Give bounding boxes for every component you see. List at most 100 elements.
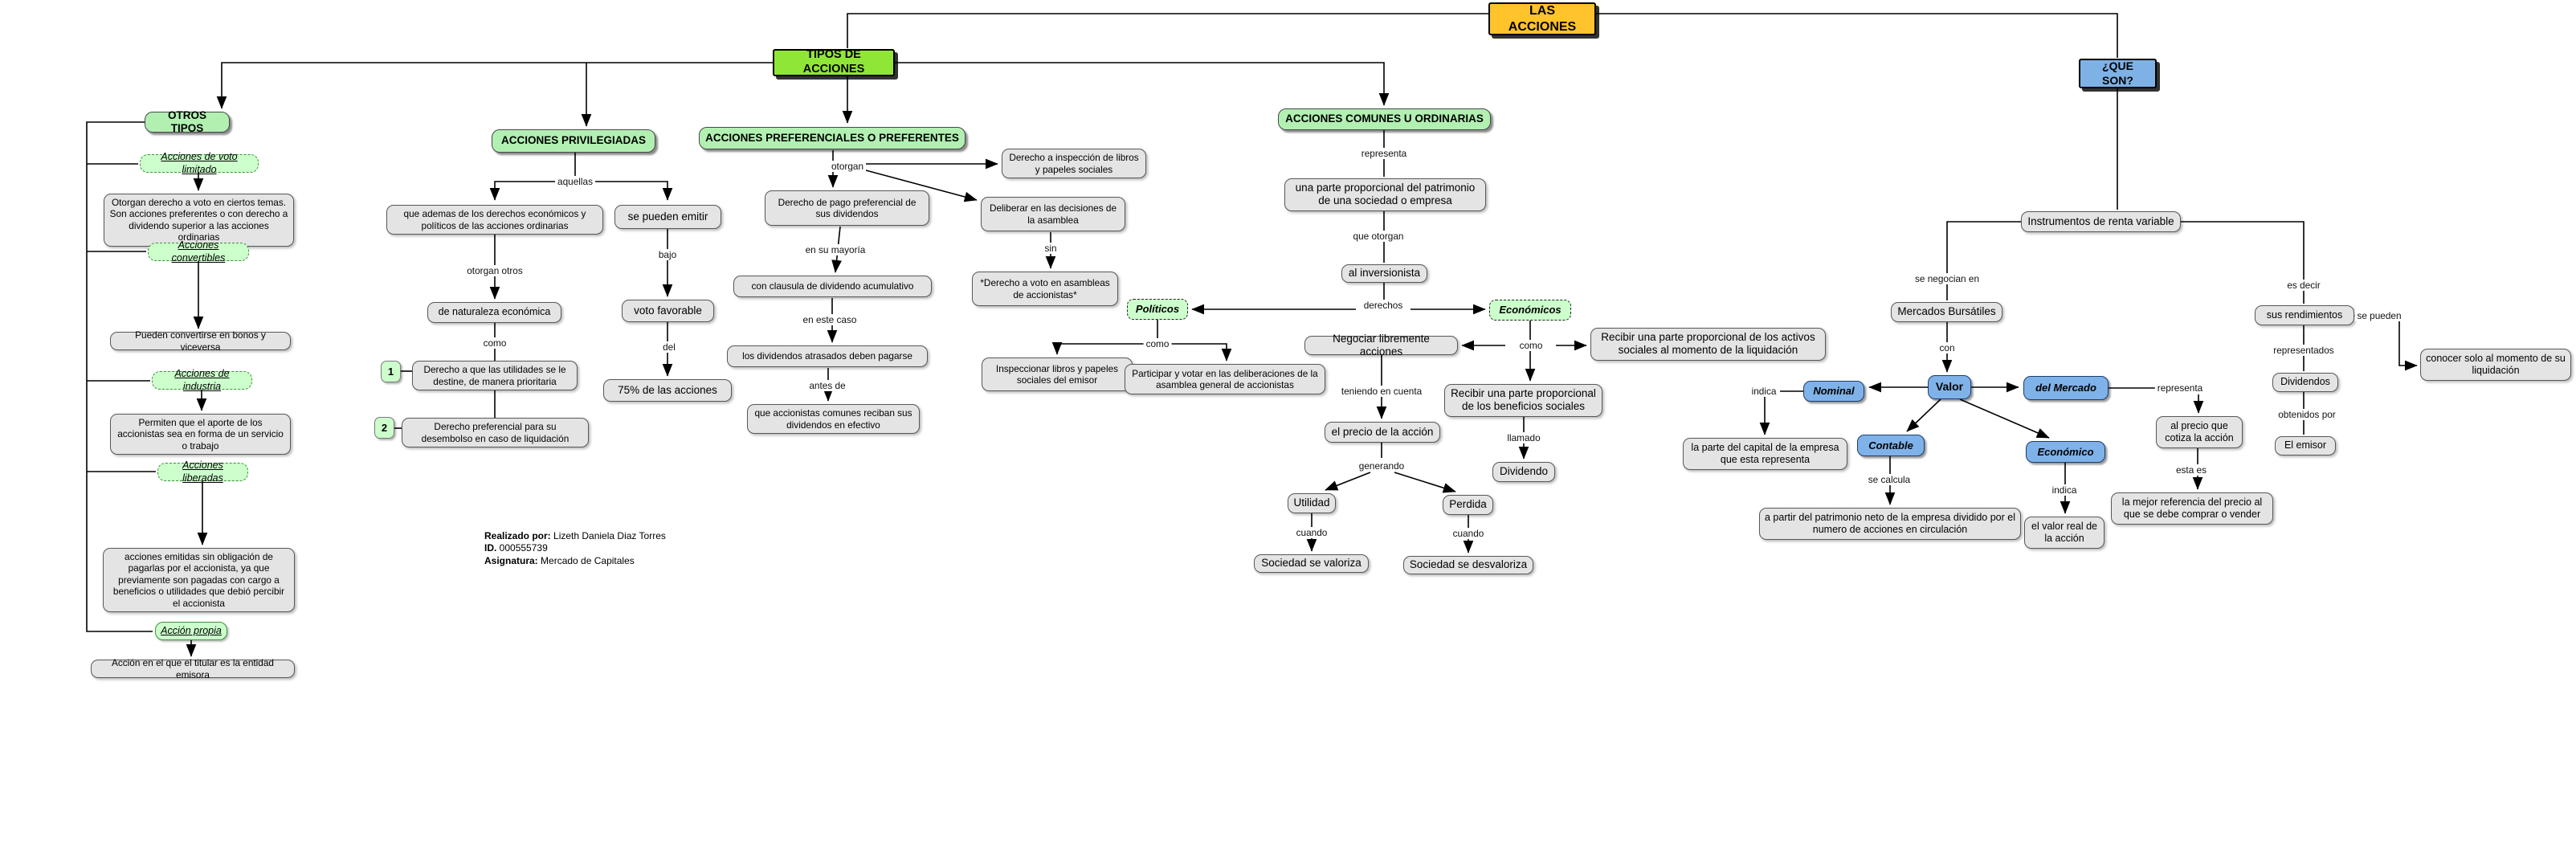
credits-author-label: Realizado por: <box>484 530 551 541</box>
node-que-son[interactable]: ¿QUE SON? <box>2079 59 2157 88</box>
node-utilidad[interactable]: Utilidad <box>1288 493 1336 513</box>
link-label-aquellas[interactable]: aquellas <box>555 176 595 187</box>
link-label-generando[interactable]: generando <box>1356 460 1407 472</box>
link-label-como-privilegiadas[interactable]: como <box>480 337 509 349</box>
node-precio-cotiza[interactable]: al precio que cotiza la acción <box>2156 416 2243 448</box>
node-deliberar-asamblea[interactable]: Deliberar en las decisiones de la asambl… <box>981 197 1125 231</box>
node-valor-real[interactable]: el valor real de la acción <box>2024 517 2104 549</box>
node-pueden-convertirse[interactable]: Pueden convertirse en bonos y viceversa <box>110 329 291 353</box>
link-label-se-pueden[interactable]: se pueden <box>2354 310 2404 321</box>
node-inspeccionar-libros[interactable]: Inspeccionar libros y papeles sociales d… <box>982 357 1133 391</box>
node-que-ademas-derechos[interactable]: que ademas de los derechos económicos y … <box>386 205 603 235</box>
link-label-sin[interactable]: sin <box>1042 243 1059 254</box>
link-label-esta-es[interactable]: esta es <box>2173 464 2210 476</box>
credits-block: Realizado por: Lizeth Daniela Diaz Torre… <box>484 530 666 567</box>
node-permiten-aporte[interactable]: Permiten que el aporte de los accionista… <box>110 414 291 456</box>
node-voto-favorable[interactable]: voto favorable <box>622 300 714 322</box>
node-precio-accion[interactable]: el precio de la acción <box>1325 422 1440 443</box>
node-naturaleza-economica[interactable]: de naturaleza económica <box>427 302 561 323</box>
node-valor[interactable]: Valor <box>1928 375 1971 399</box>
link-label-antes-de[interactable]: antes de <box>806 380 848 391</box>
node-dividendos[interactable]: Dividendos <box>2272 373 2338 392</box>
node-titular-entidad-emisora[interactable]: Acción en el que el titular es la entida… <box>91 657 295 680</box>
link-label-como-politicos[interactable]: como <box>1143 338 1172 349</box>
node-otros-tipos[interactable]: OTROS TIPOS <box>145 109 230 134</box>
link-label-teniendo-en-cuenta[interactable]: teniendo en cuenta <box>1338 386 1425 397</box>
node-valor-nominal[interactable]: Nominal <box>1803 381 1864 402</box>
link-label-cuando-utilidad[interactable]: cuando <box>1293 527 1330 538</box>
node-negociar-acciones[interactable]: Negociar libremente acciones <box>1304 333 1458 357</box>
node-valor-economico[interactable]: Económico <box>2026 441 2105 463</box>
node-recibir-activos[interactable]: Recibir una parte proporcional de los ac… <box>1590 328 1826 361</box>
node-derecho-pago[interactable]: Derecho de pago preferencial de sus divi… <box>765 190 929 226</box>
node-se-pueden-emitir[interactable]: se pueden emitir <box>614 205 721 229</box>
node-dividendos-atrasados[interactable]: los dividendos atrasados deben pagarse <box>727 345 928 367</box>
link-label-otorgan[interactable]: otorgan <box>828 161 867 172</box>
link-label-derechos[interactable]: derechos <box>1361 300 1406 311</box>
node-al-inversionista[interactable]: al inversionista <box>1341 264 1427 283</box>
node-acciones-convertibles[interactable]: Acciones convertibles <box>148 239 249 264</box>
link-label-representa-mercado[interactable]: representa <box>2154 382 2206 394</box>
node-derecho-preferencial[interactable]: Derecho preferencial para su desembolso … <box>402 418 589 447</box>
link-label-se-negocian-en[interactable]: se negocian en <box>1912 273 1982 284</box>
node-perdida[interactable]: Perdida <box>1443 495 1493 515</box>
link-label-que-otorgan[interactable]: que otorgan <box>1350 231 1406 242</box>
link-label-indica-nominal[interactable]: indica <box>1749 386 1779 397</box>
node-accion-propia[interactable]: Acción propia <box>155 622 227 640</box>
node-mercados-bursatiles[interactable]: Mercados Bursátiles <box>1891 302 2002 322</box>
node-dividendo[interactable]: Dividendo <box>1492 462 1555 482</box>
link-label-en-su-mayoria[interactable]: en su mayoría <box>802 244 868 255</box>
node-75-acciones[interactable]: 75% de las acciones <box>603 379 732 402</box>
node-acciones-preferenciales[interactable]: ACCIONES PREFERENCIALES O PREFERENTES <box>699 127 965 149</box>
node-las-acciones[interactable]: LAS ACCIONES <box>1488 2 1596 35</box>
node-parte-capital[interactable]: la parte del capital de la empresa que e… <box>1683 438 1847 470</box>
link-label-como-economicos[interactable]: como <box>1517 340 1545 351</box>
link-label-llamado[interactable]: llamado <box>1504 432 1543 443</box>
link-label-otorgan-otros[interactable]: otorgan otros <box>464 265 525 276</box>
node-derecho-utilidades[interactable]: Derecho a que las utilidades se le desti… <box>412 361 578 390</box>
node-economicos[interactable]: Económicos <box>1489 300 1571 321</box>
link-label-obtenidos-por[interactable]: obtenidos por <box>2276 409 2338 420</box>
node-acciones-voto-limitado[interactable]: Acciones de voto limitado <box>140 151 259 175</box>
node-el-emisor[interactable]: El emisor <box>2275 436 2336 456</box>
link-label-indica-economico[interactable]: indica <box>2049 484 2080 496</box>
node-conocer-liquidacion[interactable]: conocer solo al momento de su liquidació… <box>2420 349 2571 381</box>
link-label-cuando-perdida[interactable]: cuando <box>1450 528 1487 539</box>
node-tipos-de-acciones[interactable]: TIPOS DE ACCIONES <box>773 48 895 76</box>
badge-2[interactable]: 2 <box>374 417 394 439</box>
node-sus-rendimientos[interactable]: sus rendimientos <box>2255 305 2354 325</box>
node-valor-del-mercado[interactable]: del Mercado <box>2023 376 2109 400</box>
node-patrimonio-neto[interactable]: a partir del patrimonio neto de la empre… <box>1759 508 2021 540</box>
node-acciones-comunes[interactable]: ACCIONES COMUNES U ORDINARIAS <box>1278 108 1491 130</box>
node-parte-patrimonio[interactable]: una parte proporcional del patrimonio de… <box>1284 178 1486 211</box>
link-label-con[interactable]: con <box>1937 342 1958 353</box>
node-acciones-privilegiadas[interactable]: ACCIONES PRIVILEGIADAS <box>492 129 655 153</box>
node-acciones-emitidas[interactable]: acciones emitidas sin obligación de paga… <box>103 548 295 612</box>
link-label-del[interactable]: del <box>660 341 678 353</box>
node-politicos[interactable]: Políticos <box>1127 299 1188 320</box>
node-sociedad-valoriza[interactable]: Sociedad se valoriza <box>1254 554 1369 573</box>
node-clausula-acumulativo[interactable]: con clausula de dividendo acumulativo <box>733 276 932 297</box>
node-accionistas-comunes-reciban[interactable]: que accionistas comunes reciban sus divi… <box>747 404 920 434</box>
link-label-se-calcula[interactable]: se calcula <box>1865 474 1913 485</box>
node-sociedad-desvaloriza[interactable]: Sociedad se desvaloriza <box>1403 556 1533 574</box>
link-label-es-decir[interactable]: es decir <box>2284 280 2323 291</box>
node-mejor-referencia[interactable]: la mejor referencia del precio al que se… <box>2111 492 2273 525</box>
node-participar-votar[interactable]: Participar y votar en las deliberaciones… <box>1125 364 1325 394</box>
link-label-representados[interactable]: representados <box>2271 345 2337 356</box>
link-label-bajo[interactable]: bajo <box>655 249 680 260</box>
link-label-representa[interactable]: representa <box>1358 148 1410 159</box>
credits-id-label: ID. <box>484 542 497 554</box>
node-derecho-voto-asambleas[interactable]: *Derecho a voto en asambleas de accionis… <box>972 272 1118 306</box>
node-otorgan-derecho-voto[interactable]: Otorgan derecho a voto en ciertos temas.… <box>104 194 294 247</box>
credits-id-value: 000555739 <box>496 542 548 554</box>
node-valor-contable[interactable]: Contable <box>1857 435 1925 456</box>
node-instrumentos-renta[interactable]: Instrumentos de renta variable <box>2021 211 2181 232</box>
node-recibir-beneficios[interactable]: Recibir una parte proporcional de los be… <box>1444 384 1602 417</box>
node-acciones-industria[interactable]: Acciones de industria <box>152 368 252 392</box>
badge-1[interactable]: 1 <box>381 361 401 382</box>
node-derecho-inspeccion[interactable]: Derecho a inspección de libros y papeles… <box>1002 149 1146 178</box>
link-label-en-este-caso[interactable]: en este caso <box>800 314 859 325</box>
node-acciones-liberadas[interactable]: Acciones liberadas <box>157 460 248 484</box>
